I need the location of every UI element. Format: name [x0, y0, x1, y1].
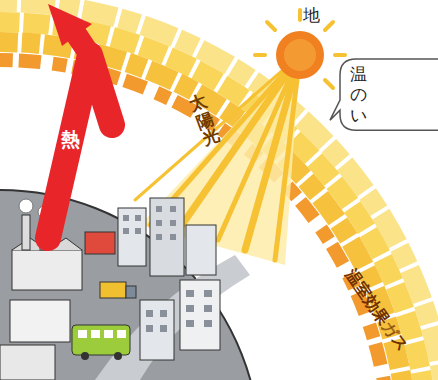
- city: [0, 190, 260, 380]
- heat-arrow: [48, 28, 112, 238]
- heat-arrowhead: [48, 4, 92, 46]
- speech-bubble: 温 の い: [340, 58, 438, 131]
- sun: [255, 10, 345, 88]
- heading-fragment: 地: [303, 4, 320, 27]
- bubble-outline: [328, 58, 438, 145]
- bubble-text: 温 の い: [350, 64, 367, 125]
- heat-label: 熱: [61, 129, 80, 150]
